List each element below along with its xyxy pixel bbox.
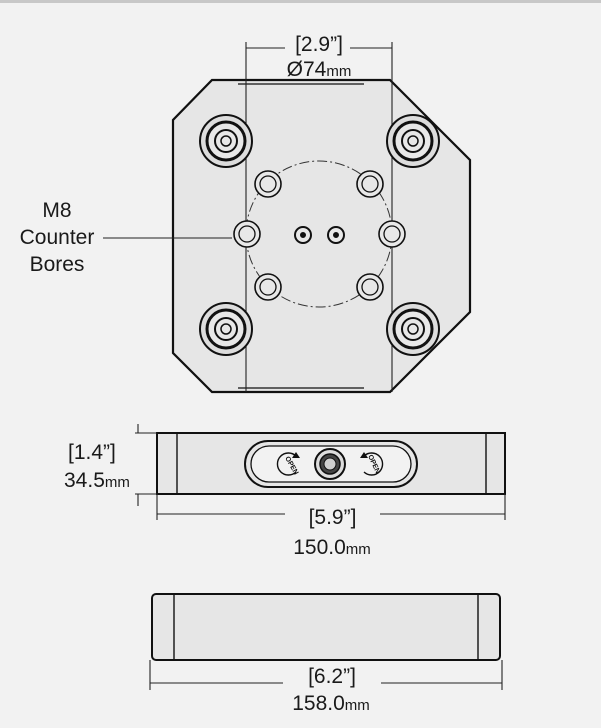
corner-bore-top-right	[386, 114, 440, 168]
counter-bore-upper-right	[356, 170, 384, 198]
side-width-dimension	[156, 494, 506, 520]
bottom-width-dimension	[149, 660, 503, 690]
callout-line-2: Counter	[19, 226, 95, 249]
center-holes	[294, 226, 345, 244]
open-arrow-left-icon	[276, 452, 300, 476]
side-width-metric-unit: mm	[345, 541, 371, 558]
side-height-metric: 34.5mm	[64, 469, 140, 495]
counter-bore-left	[233, 220, 261, 248]
counter-bores	[233, 170, 406, 301]
counter-bore-lower-left	[254, 273, 282, 301]
bottom-width-imperial: [6.2”]	[308, 665, 356, 688]
top-dimension-metric-value: Ø74	[286, 58, 327, 81]
corner-bore-top-left	[199, 114, 253, 168]
side-width-imperial: [5.9”]	[308, 506, 357, 529]
bottom-width-metric-unit: mm	[344, 697, 370, 714]
top-dimension-imperial: [2.9”]	[295, 33, 343, 56]
side-height-dimension	[135, 424, 157, 506]
callout-line-1: M8	[42, 199, 72, 222]
top-dimension-metric-unit: mm	[326, 63, 352, 80]
side-height-metric-value: 34.5	[64, 469, 105, 492]
top-dimension-metric: Ø74mm	[262, 58, 376, 84]
corner-bore-bottom-right	[386, 302, 440, 356]
bottom-view-body	[151, 593, 501, 661]
side-width-metric: 150.0mm	[270, 536, 394, 562]
side-height-imperial: [1.4”]	[68, 441, 116, 464]
corner-bore-bottom-left	[199, 302, 253, 356]
top-border	[0, 0, 601, 3]
counter-bore-right	[378, 220, 406, 248]
side-view-body	[156, 432, 506, 495]
bottom-width-metric-value: 158.0	[292, 692, 345, 715]
side-height-metric-unit: mm	[104, 474, 130, 491]
counter-bore-upper-left	[254, 170, 282, 198]
open-arrow-right-icon	[360, 452, 384, 476]
counter-bore-lower-right	[356, 273, 384, 301]
callout-line-3: Bores	[29, 253, 85, 276]
bottom-width-metric: 158.0mm	[266, 692, 396, 718]
side-width-metric-value: 150.0	[293, 536, 346, 559]
